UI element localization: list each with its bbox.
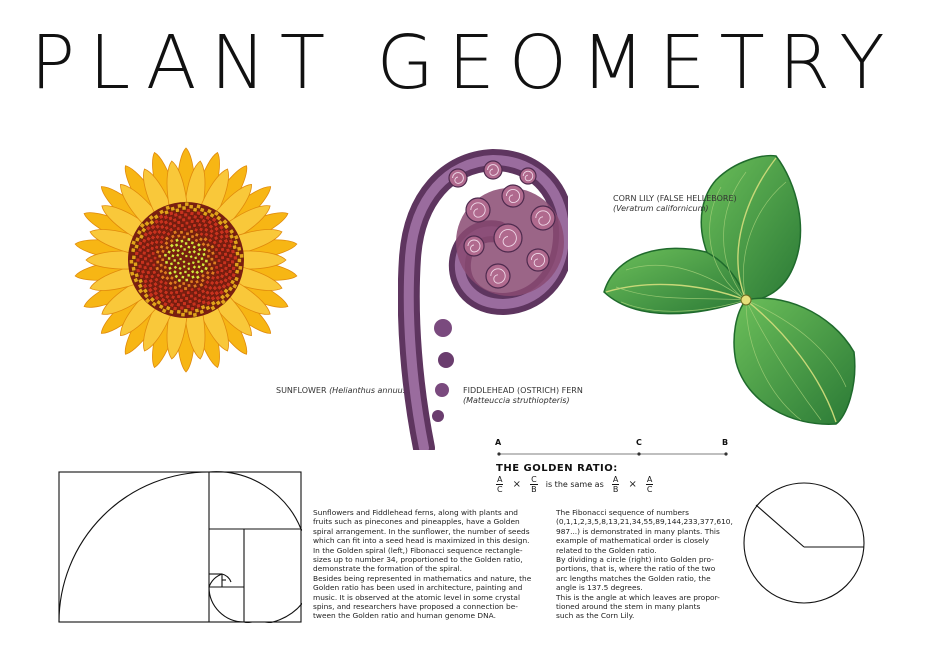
segment-label-a: A [495,438,502,447]
text-line: spiral arrangement. In the sunflower, th… [313,526,530,536]
text-line: related to the Golden ratio. [556,545,657,555]
text-line: arc lengths matches the Golden ratio, th… [556,573,711,583]
text-line: By dividing a circle (right) into Golden… [556,555,714,565]
text-line: tioned around the stem in many plants [556,602,701,612]
cornlily-caption: CORN LILY (FALSE HELLEBORE) (Veratrum ca… [613,194,737,214]
text-line: example of mathematical order is closely [556,536,709,546]
page-title: PLANT GEOMETRY [30,20,899,106]
sunflower-illustration [74,147,298,373]
times-sign: × [628,479,637,490]
golden-spiral-diagram [58,471,302,623]
text-line: sizes up to number 34, proportioned to t… [313,555,523,565]
text-line: Besides being represented in mathematics… [313,573,532,583]
fiddlehead-fern-illustration [398,148,568,450]
cornlily-common-name: CORN LILY (FALSE HELLEBORE) [613,194,737,203]
text-line: tween the Golden ratio and human genome … [313,611,496,621]
text-line: Golden ratio has been used in architectu… [313,583,523,593]
golden-ratio-segment [497,452,728,456]
text-line: In the Golden spiral (left,) Fibonacci s… [313,545,523,555]
text-line: The Fibonacci sequence of numbers [556,508,689,517]
cornlily-latin-name: (Veratrum californicum) [613,204,709,213]
text-line: music. It is observed at the atomic leve… [313,592,520,602]
text-block-right: The Fibonacci sequence of numbers(0,1,1,… [556,508,746,621]
golden-ratio-title: THE GOLDEN RATIO: [496,463,618,474]
text-line: Sunflowers and Fiddlehead ferns, along w… [313,508,518,517]
segment-label-b: B [722,438,729,447]
text-line: 987...) is demonstrated in many plants. … [556,526,720,536]
times-sign: × [512,479,521,490]
text-line: (0,1,1,2,3,5,8,13,21,34,55,89,144,233,37… [556,517,733,527]
same-as-text: is the same as [545,480,604,489]
fern-caption: FIDDLEHEAD (OSTRICH) FERN (Matteuccia st… [463,386,583,406]
text-line: spins, and researchers have proposed a c… [313,602,518,612]
text-block-left: Sunflowers and Fiddlehead ferns, along w… [313,508,543,621]
text-line: portions, that is, where the ratio of th… [556,564,716,574]
segment-label-c: C [636,438,642,447]
text-line: which can fit into a seed head is maximi… [313,536,530,546]
text-line: This is the angle at which leaves are pr… [556,592,720,602]
golden-angle-circle-diagram [743,482,865,604]
sunflower-latin-name: (Helianthus annuus) [329,386,410,395]
text-line: angle is 137.5 degrees. [556,583,643,593]
corn-lily-illustration [603,154,856,425]
fern-latin-name: (Matteuccia struthiopteris) [463,396,570,405]
fern-common-name: FIDDLEHEAD (OSTRICH) FERN [463,386,583,395]
text-line: such as the Corn Lily. [556,611,635,621]
sunflower-common-name: SUNFLOWER [276,386,327,395]
sunflower-caption: SUNFLOWER (Helianthus annuus) [276,386,410,396]
text-line: fruits such as pinecones and pineapples,… [313,517,520,527]
text-line: demonstrate the formation of the spiral. [313,564,463,574]
